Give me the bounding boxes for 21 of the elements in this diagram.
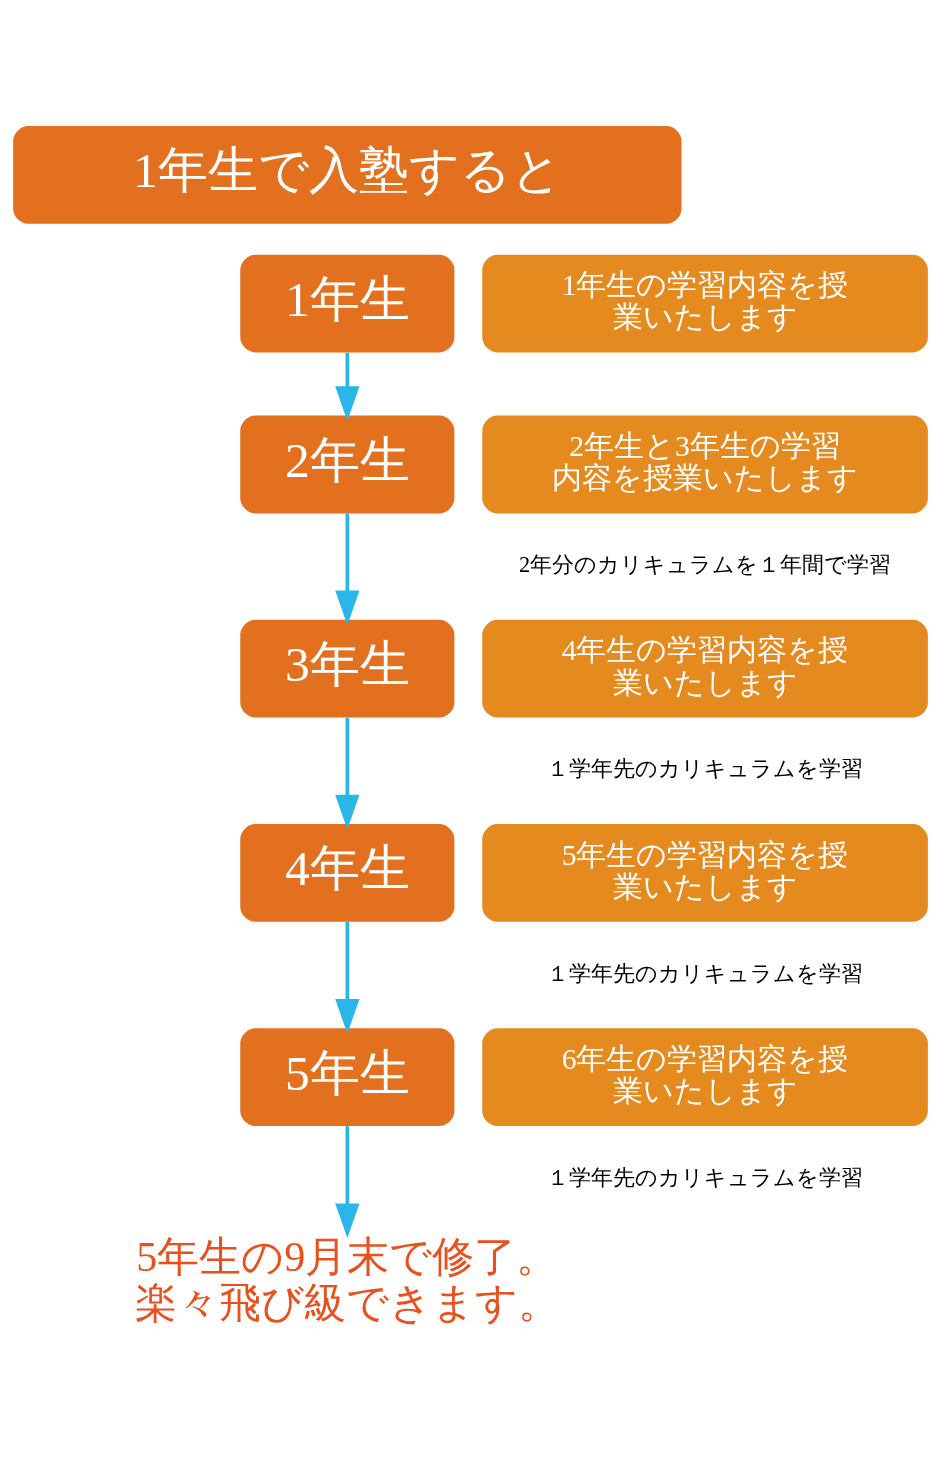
node-box: 5年生 (240, 1027, 455, 1126)
node-box: 3年生 (240, 619, 455, 718)
node-box: 4年生 (240, 823, 455, 922)
node-box: 1年生で入塾すると (13, 125, 682, 224)
node-box: 2年生 (240, 415, 455, 513)
arrow (335, 513, 360, 625)
node-box: 5年生の学習内容を授業いたします (482, 823, 928, 922)
node-label: １学年先のカリキュラムを学習 (547, 1164, 864, 1190)
node-box: 4年生の学習内容を授業いたします (482, 619, 928, 718)
arrow (335, 717, 360, 830)
node-box: 2年生と3年生の学習内容を授業いたします (482, 415, 928, 513)
node-text: 5年生の9月末で修了。楽々飛び級できます。 (134, 1233, 560, 1326)
node-box: 1年生の学習内容を授業いたします (482, 254, 928, 352)
node-box: 6年生の学習内容を授業いたします (482, 1027, 928, 1126)
arrow (335, 1125, 360, 1238)
arrow (335, 352, 360, 421)
node-label: 2年分のカリキュラムを１年間で学習 (518, 551, 892, 577)
node-label: １学年先のカリキュラムを学習 (547, 755, 864, 781)
arrow (335, 921, 360, 1034)
node-label: １学年先のカリキュラムを学習 (547, 960, 864, 986)
node-box: 1年生 (240, 254, 455, 352)
